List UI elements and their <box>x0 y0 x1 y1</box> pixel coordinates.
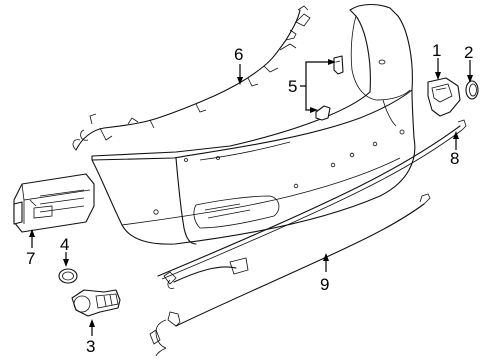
parking-sensor <box>71 289 121 317</box>
parking-sensor-housing <box>427 77 461 117</box>
leader-lines <box>29 58 473 336</box>
callout-5: 5 <box>288 77 297 96</box>
control-module <box>13 173 95 233</box>
sensor-ring <box>58 268 78 284</box>
callout-7: 7 <box>26 249 35 268</box>
callout-2: 2 <box>464 43 473 62</box>
callout-3: 3 <box>86 337 95 356</box>
bumper-cover <box>91 3 416 245</box>
callout-1: 1 <box>432 41 441 60</box>
trim-strip <box>157 119 467 280</box>
sensor-retainer-ring <box>465 80 479 100</box>
callout-6: 6 <box>234 45 243 64</box>
bumper-wiring-harness <box>72 5 311 151</box>
mounting-brackets <box>315 55 344 121</box>
callout-9: 9 <box>320 275 329 294</box>
sensor-wiring-harness <box>149 193 431 357</box>
callout-4: 4 <box>60 235 69 254</box>
callout-8: 8 <box>450 149 459 168</box>
